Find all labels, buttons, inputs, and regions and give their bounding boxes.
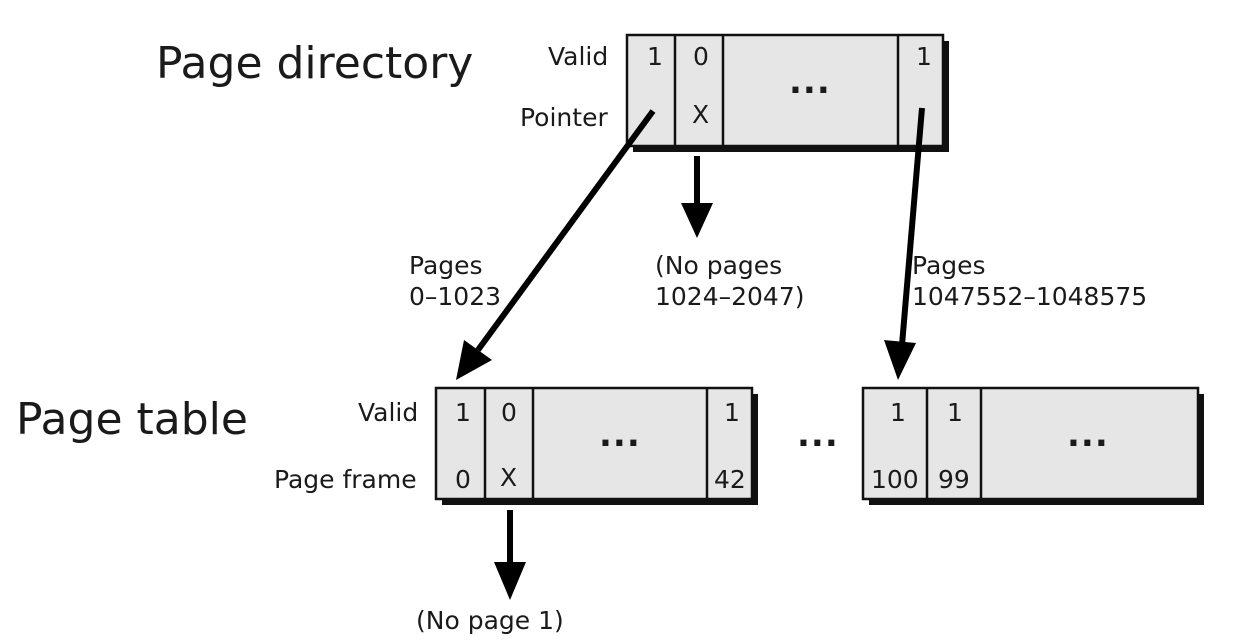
annotation-right-line: 1047552–1048575	[912, 282, 1148, 311]
annotation-middle: (No pages 1024–2047)	[655, 250, 805, 312]
table-frame-cell: 100	[871, 465, 919, 494]
annotation-middle-line: (No pages	[655, 251, 783, 280]
table-valid-cell: 1	[890, 398, 906, 427]
page-table-box-last	[861, 386, 1204, 505]
annotation-right: Pages 1047552–1048575	[912, 250, 1147, 312]
directory-valid-cell: 1	[916, 42, 932, 71]
table-first-ellipsis: ...	[599, 415, 641, 455]
page-table-title: Page table	[16, 394, 248, 445]
page-table-box-first	[434, 386, 758, 505]
table-last-ellipsis: ...	[1067, 415, 1109, 455]
tables-between-ellipsis: ...	[797, 415, 839, 455]
annotation-left-line: Pages	[409, 251, 483, 280]
directory-valid-label: Valid	[548, 42, 609, 71]
table-frame-cell: 0	[455, 465, 471, 494]
annotation-bottom: (No page 1)	[416, 606, 564, 635]
annotation-left-line: 0–1023	[409, 282, 502, 311]
directory-valid-cell: 0	[693, 42, 709, 71]
table-valid-cell: 1	[455, 398, 471, 427]
page-directory-box	[625, 33, 949, 152]
table-valid-cell: 1	[724, 398, 740, 427]
arrow-dir-no-pages	[681, 156, 713, 238]
directory-ellipsis: ...	[789, 62, 831, 102]
directory-valid-cell: 1	[647, 42, 663, 71]
page-directory-title: Page directory	[156, 38, 474, 89]
table-valid-cell: 1	[947, 398, 963, 427]
arrow-table-no-page	[494, 510, 526, 600]
annotation-left: Pages 0–1023	[409, 250, 501, 312]
annotation-middle-line: 1024–2047)	[655, 282, 805, 311]
arrow-dir-to-first-table	[456, 109, 656, 380]
table-valid-cell: 0	[501, 398, 517, 427]
table-frame-cell: X	[500, 463, 518, 492]
table-frame-cell: 99	[938, 465, 970, 494]
table-frame-label: Page frame	[274, 465, 417, 494]
directory-pointer-cell: X	[692, 100, 710, 129]
table-valid-label: Valid	[358, 398, 419, 427]
arrow-dir-to-last-table	[884, 107, 925, 380]
table-frame-cell: 42	[714, 465, 746, 494]
directory-pointer-label: Pointer	[520, 103, 608, 132]
annotation-right-line: Pages	[912, 251, 986, 280]
